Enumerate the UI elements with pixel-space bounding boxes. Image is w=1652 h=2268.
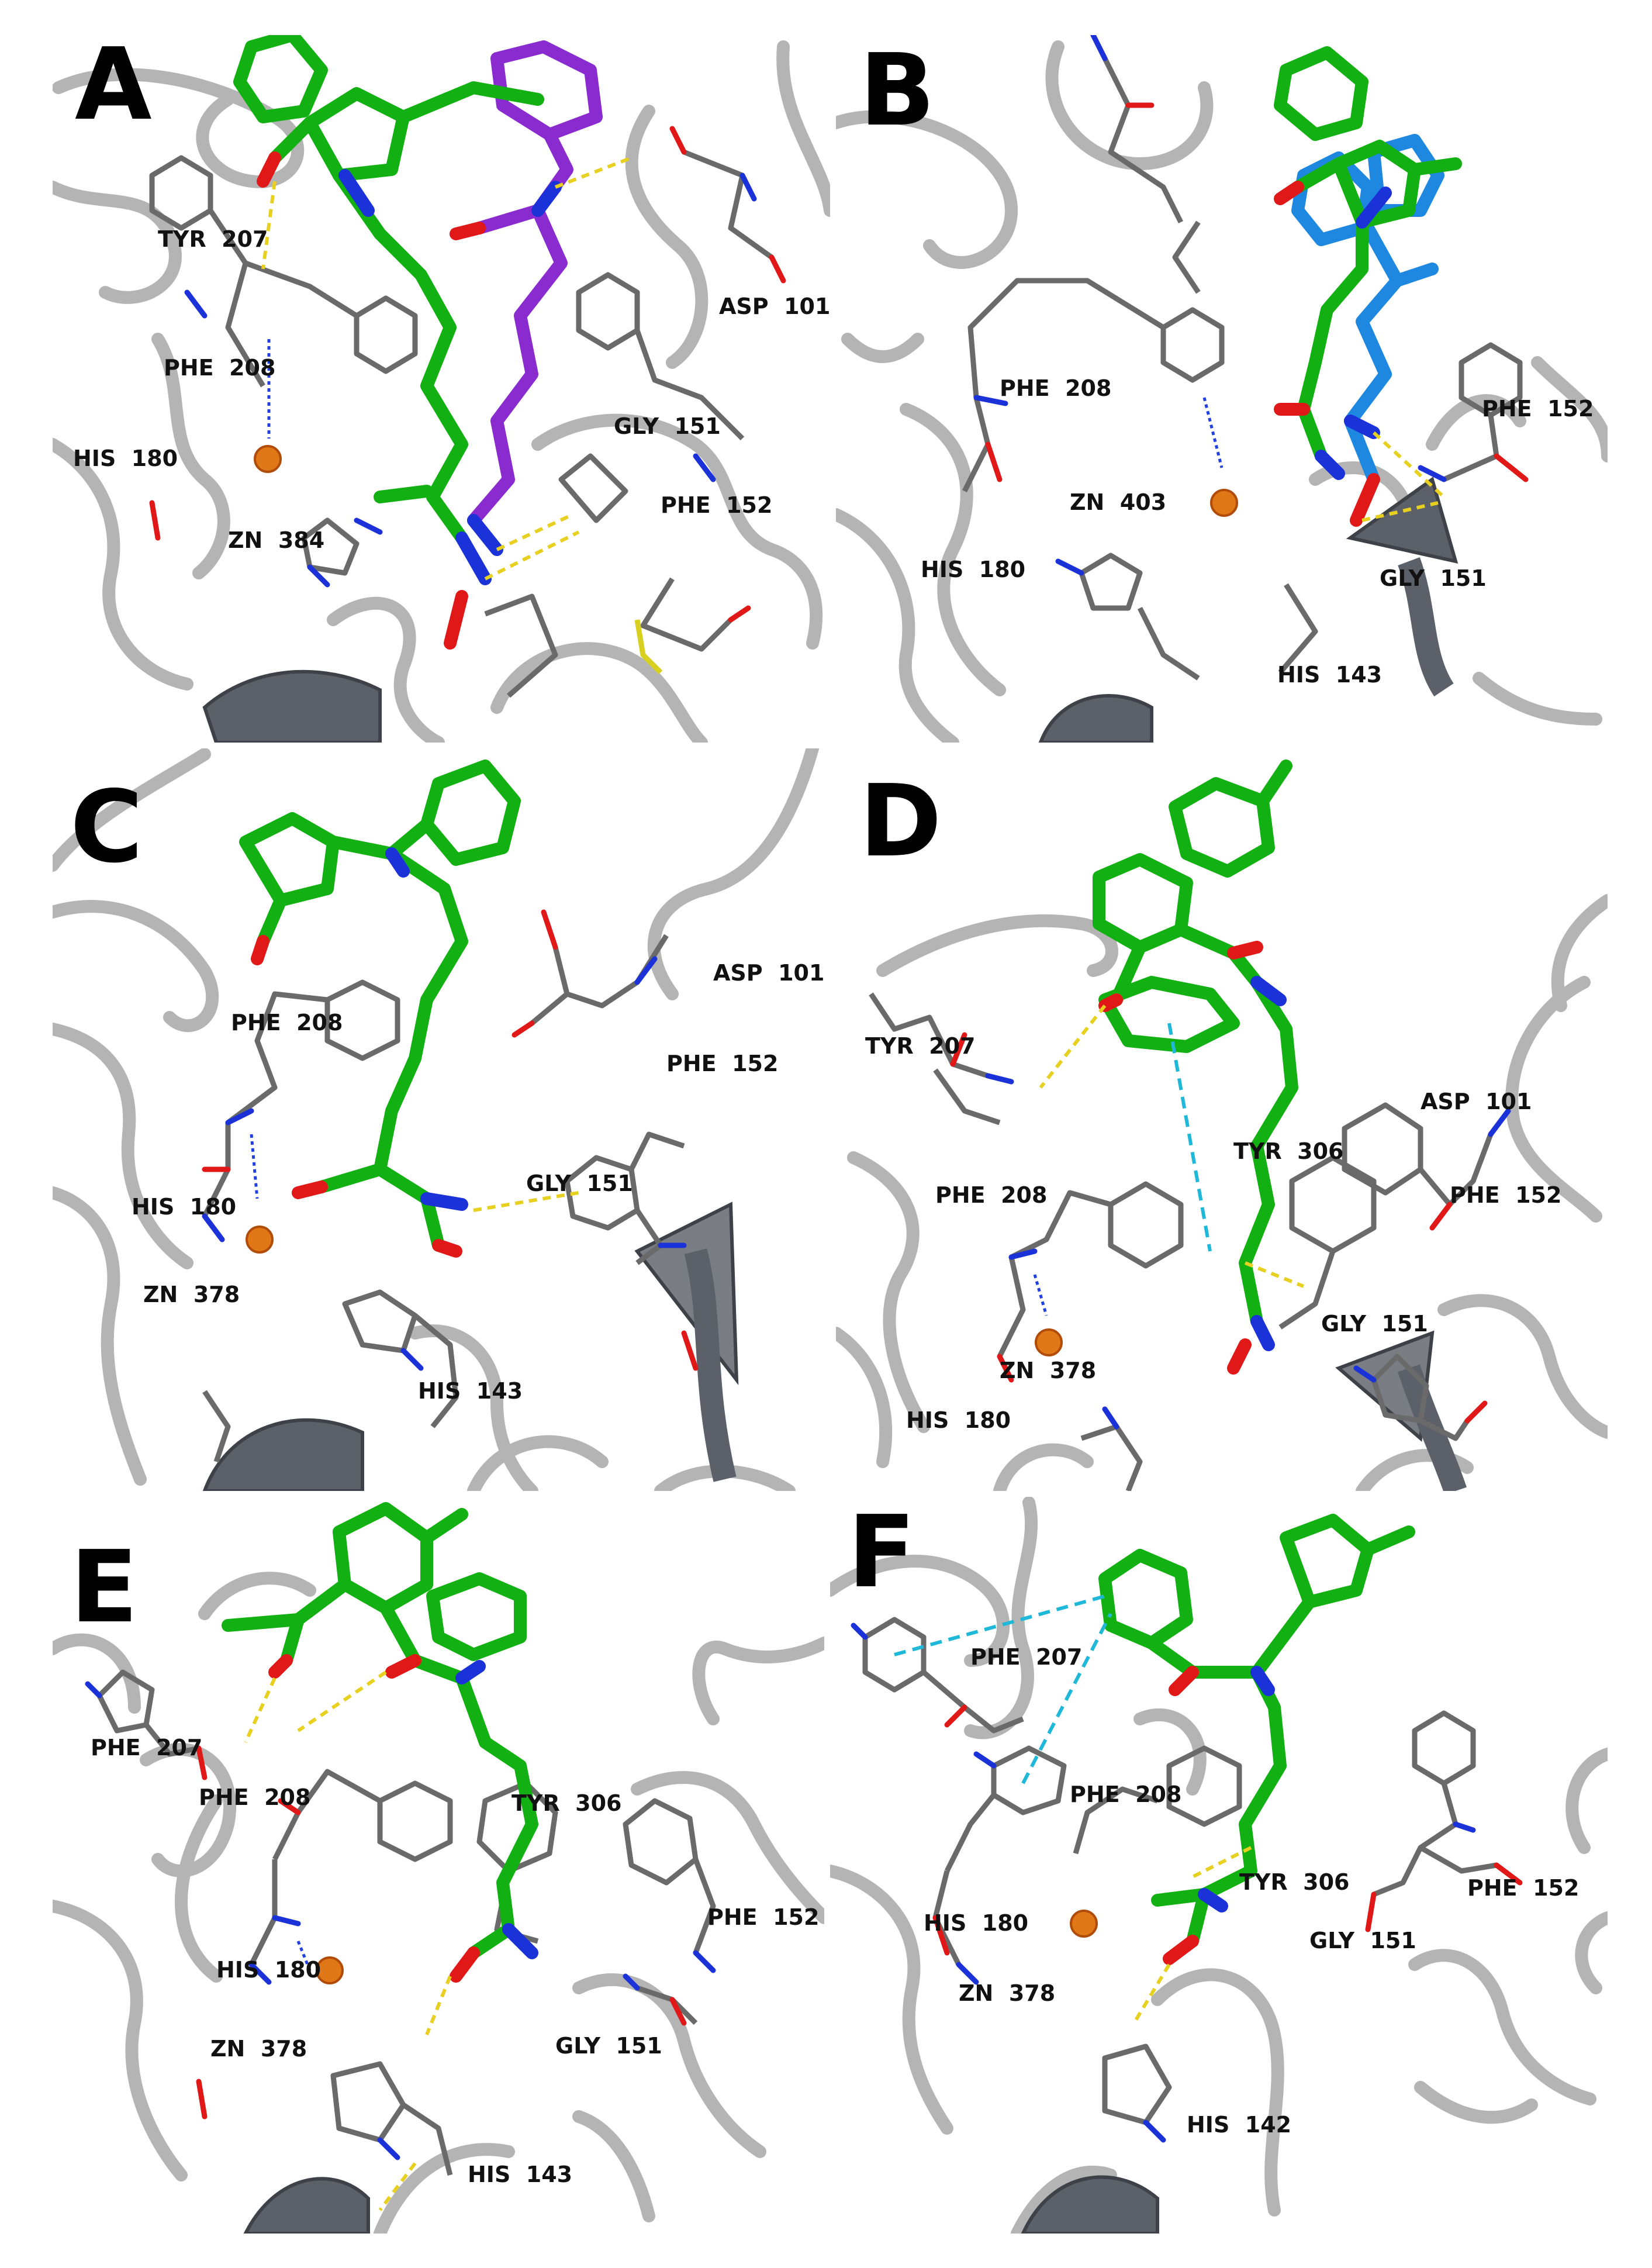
residue-label: PHE 208 — [935, 1182, 1048, 1208]
zinc-ion — [246, 1226, 274, 1254]
panel-label: E — [70, 1530, 139, 1645]
residue-label: ASP 101 — [713, 960, 824, 986]
residue-label: ZN 403 — [1070, 489, 1167, 515]
residue-label: HIS 180 — [73, 446, 178, 471]
residue-label: PHE 208 — [164, 355, 276, 381]
residue-label: PHE 207 — [91, 1735, 203, 1760]
residue-label: ZN 378 — [1000, 1358, 1097, 1383]
panel-e-scene — [53, 1502, 824, 2234]
panel-d-scene — [836, 760, 1608, 1491]
zinc-ion — [1210, 489, 1238, 517]
residue-label: TYR 306 — [512, 1790, 622, 1816]
panel-label: D — [859, 764, 942, 879]
residue-label: PHE 152 — [661, 492, 773, 518]
residue-label: HIS 180 — [921, 557, 1026, 582]
residue-label: PHE 207 — [970, 1644, 1083, 1670]
residue-label: PHE 208 — [1070, 1782, 1182, 1807]
residue-label: PHE 152 — [1467, 1875, 1580, 1901]
residue-label: GLY 151 — [1321, 1311, 1428, 1337]
residue-label: PHE 152 — [1482, 396, 1594, 422]
residue-label: PHE 208 — [231, 1010, 343, 1035]
residue-label: PHE 152 — [1450, 1182, 1562, 1208]
panel-label: A — [75, 35, 152, 143]
zinc-ion — [254, 445, 282, 473]
residue-label: TYR 306 — [1233, 1138, 1344, 1164]
residue-label: HIS 180 — [906, 1407, 1011, 1433]
residue-label: HIS 143 — [468, 2162, 573, 2187]
residue-label: PHE 152 — [666, 1051, 779, 1076]
residue-label: GLY 151 — [614, 413, 721, 439]
residue-label: TYR 207 — [158, 226, 268, 252]
zinc-ion — [316, 1956, 344, 1984]
residue-label: HIS 180 — [132, 1194, 237, 1220]
panel-label: B — [859, 35, 935, 149]
residue-label: GLY 151 — [1309, 1928, 1416, 1953]
residue-label: ASP 101 — [1421, 1089, 1532, 1114]
panel-c-scene — [53, 748, 819, 1491]
panel-label: F — [848, 1497, 916, 1610]
residue-label: HIS 143 — [1277, 662, 1383, 688]
panel-a: A TYR 207 ASP 101 PHE 208 GLY 151 HIS 18… — [53, 35, 830, 743]
residue-label: ZN 378 — [210, 2036, 307, 2062]
residue-label: TYR 207 — [865, 1033, 976, 1059]
residue-label: HIS 143 — [418, 1378, 523, 1404]
panel-b: B PHE 208 PHE 152 ZN 403 HIS 180 GLY 151… — [836, 35, 1608, 743]
residue-label: PHE 152 — [707, 1904, 820, 1930]
residue-label: HIS 142 — [1187, 2112, 1292, 2138]
residue-label: HIS 180 — [924, 1910, 1029, 1936]
panel-f: F PHE 207 PHE 208 TYR 306 PHE 152 HIS 18… — [830, 1497, 1608, 2234]
residue-label: ZN 384 — [228, 527, 325, 553]
residue-label: ZN 378 — [143, 1282, 240, 1307]
residue-label: GLY 151 — [1380, 565, 1487, 591]
zinc-ion — [1070, 1910, 1098, 1938]
residue-label: HIS 180 — [216, 1957, 322, 1983]
residue-label: GLY 151 — [555, 2033, 662, 2059]
panel-c: C ASP 101 PHE 208 PHE 152 HIS 180 GLY 15… — [53, 748, 824, 1491]
zinc-ion — [1035, 1328, 1063, 1356]
panel-b-scene — [836, 35, 1608, 743]
residue-label: GLY 151 — [526, 1171, 633, 1196]
residue-label: ASP 101 — [719, 294, 830, 319]
panel-label: C — [70, 769, 143, 885]
panel-d: D TYR 207 ASP 101 TYR 306 PHE 208 PHE 15… — [836, 748, 1608, 1491]
residue-label: ZN 378 — [959, 1980, 1056, 2006]
residue-label: PHE 208 — [199, 1784, 311, 1810]
panel-a-scene — [53, 35, 830, 743]
residue-label: TYR 306 — [1239, 1869, 1350, 1895]
residue-label: PHE 208 — [1000, 375, 1112, 401]
panel-e: E PHE 207 PHE 208 TYR 306 PHE 152 HIS 18… — [53, 1497, 824, 2234]
panel-f-scene — [830, 1497, 1608, 2234]
